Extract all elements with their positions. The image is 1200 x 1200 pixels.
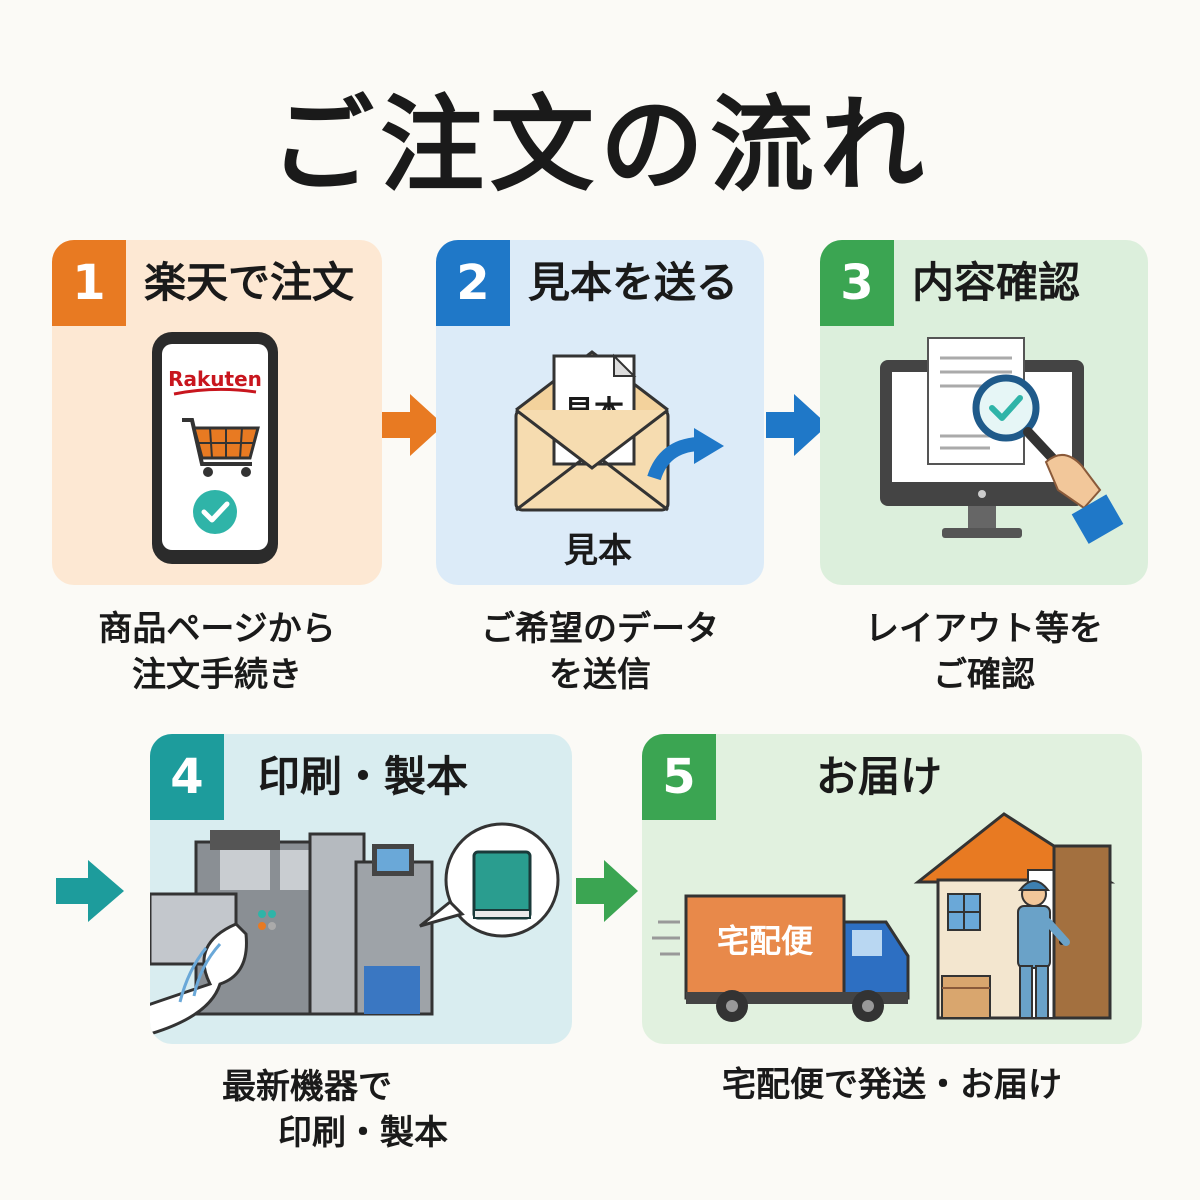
- caption-line: ご確認: [933, 655, 1035, 695]
- delivery-truck-house-icon: 宅配便: [652, 812, 1116, 1022]
- step-caption-1: 商品ページから 注文手続き: [52, 606, 382, 698]
- step-title: 印刷・製本: [258, 752, 469, 801]
- step-number-badge: 1: [52, 240, 126, 326]
- step-card-3: 3 内容確認: [820, 240, 1148, 585]
- step-number-badge: 3: [820, 240, 894, 326]
- step-number-badge: 2: [436, 240, 510, 326]
- step-title: 内容確認: [912, 258, 1081, 307]
- step-caption-3: レイアウト等を ご確認: [820, 606, 1148, 698]
- caption-line: を送信: [549, 655, 651, 695]
- truck-label: 宅配便: [717, 922, 814, 960]
- arrow-right-icon: [576, 860, 638, 922]
- step-title: お届け: [816, 752, 943, 801]
- step-caption-2: ご希望のデータ を送信: [436, 606, 764, 698]
- caption-line: 注文手続き: [132, 655, 302, 695]
- step-title: 楽天で注文: [144, 258, 355, 307]
- monitor-magnifier-icon: [880, 337, 1124, 544]
- step-card-1: 1 楽天で注文 Rakuten: [52, 240, 382, 585]
- step-card-4: 4 印刷・製本: [150, 734, 572, 1044]
- arrow-right-icon: [56, 860, 124, 922]
- arrow-right-icon: [382, 394, 444, 456]
- step-caption-5: 宅配便で発送・お届け: [642, 1062, 1142, 1108]
- step-card-5: 5 お届け 宅配便: [642, 734, 1142, 1044]
- step-number-badge: 5: [642, 734, 716, 820]
- rakuten-logo: Rakuten: [168, 367, 262, 391]
- step-card-2: 2 見本を送る 見本 見本: [436, 240, 764, 585]
- envelope-send-icon: 見本 見本: [514, 350, 724, 571]
- arrow-right-icon: [766, 394, 828, 456]
- caption-line: 宅配便で発送・お届け: [722, 1065, 1062, 1105]
- smartphone-cart-check-icon: Rakuten: [152, 332, 278, 564]
- caption-line: レイアウト等を: [865, 609, 1103, 649]
- caption-line: ご希望のデータ: [481, 609, 719, 649]
- illustration-label: 見本: [564, 531, 632, 571]
- step-caption-4: 最新機器で 印刷・製本: [150, 1064, 572, 1156]
- step-title: 見本を送る: [528, 258, 739, 307]
- step-number-badge: 4: [150, 734, 224, 820]
- caption-line: 印刷・製本: [278, 1113, 448, 1153]
- caption-line: 商品ページから: [98, 609, 336, 649]
- caption-line: 最新機器で: [222, 1067, 392, 1107]
- page-title: ご注文の流れ: [269, 84, 930, 206]
- printing-press-book-icon: [150, 822, 560, 1036]
